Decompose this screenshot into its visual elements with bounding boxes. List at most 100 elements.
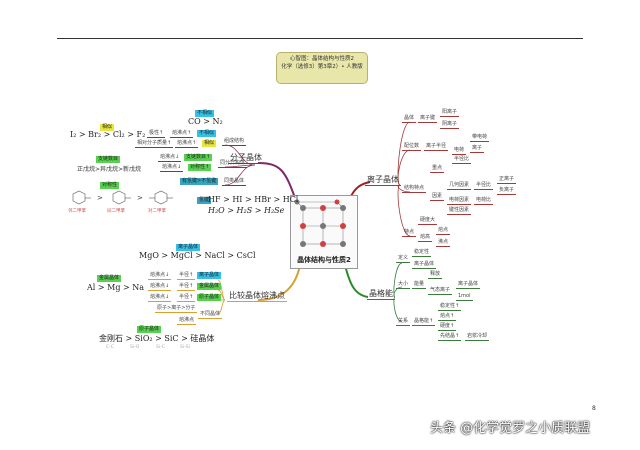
node[interactable]: 熔沸点↓: [148, 283, 172, 291]
tag: 不相似: [197, 130, 217, 137]
node[interactable]: 晶格能↑: [412, 318, 436, 326]
node[interactable]: 正离子: [497, 176, 517, 184]
node[interactable]: 同分异构体: [218, 160, 248, 168]
node[interactable]: 稳定性↑: [438, 303, 462, 311]
node[interactable]: 熔沸点: [177, 317, 197, 325]
node[interactable]: 释放: [428, 271, 443, 279]
node[interactable]: 气态离子: [428, 287, 453, 295]
title-line1: 心智图：晶体结构与性质2: [289, 56, 354, 62]
ionic-crystal-node[interactable]: 离子晶体: [365, 175, 401, 186]
node[interactable]: 原子>离子>分子: [155, 305, 198, 313]
node[interactable]: 不同晶体: [198, 311, 223, 319]
node[interactable]: 半径↑: [177, 272, 196, 280]
title-line2: 化学（选修3）第3章2）• 人教版: [281, 63, 363, 70]
tag: 对称性↑: [188, 164, 212, 171]
node[interactable]: 半径比: [452, 156, 472, 164]
tag: 离子晶体: [197, 272, 222, 279]
node[interactable]: 熔沸点↓: [158, 154, 182, 162]
example: HF > HI > HBr > HCl: [208, 195, 299, 204]
node[interactable]: 离子: [470, 145, 485, 153]
node[interactable]: 特点: [402, 229, 417, 237]
node[interactable]: 极性↑: [147, 130, 166, 138]
node[interactable]: 同类晶体: [222, 178, 247, 186]
tag: 相似: [100, 124, 115, 131]
node[interactable]: 因素: [430, 193, 445, 201]
example: 金刚石 > SiO₂ > SiC > 硅晶体: [99, 334, 215, 343]
tag: 金属晶体: [97, 275, 122, 282]
label: 对二甲苯: [148, 209, 166, 214]
node[interactable]: 组成结构: [222, 138, 247, 146]
node[interactable]: 半径↑: [177, 294, 196, 302]
node[interactable]: 配位数: [402, 143, 422, 151]
node[interactable]: 结构特点: [402, 185, 427, 193]
example: I₂ > Br₂ > Cl₂ > F₂: [70, 130, 146, 139]
node[interactable]: 带电荷: [470, 134, 490, 142]
top-rule: [57, 38, 583, 39]
node[interactable]: 电荷: [452, 147, 467, 155]
node[interactable]: 半径比: [474, 182, 494, 190]
connector-compare: [257, 264, 301, 301]
node[interactable]: 熔高: [418, 234, 433, 242]
node[interactable]: 阳离子: [440, 109, 460, 117]
svg-text:>: >: [97, 194, 103, 202]
tag: 支链数目↑: [184, 154, 213, 161]
node[interactable]: 负离子: [497, 187, 517, 195]
example: CO > N₂: [188, 117, 223, 126]
node[interactable]: 关系: [396, 318, 411, 326]
node[interactable]: 晶体: [402, 115, 417, 123]
node[interactable]: 半径↑: [177, 283, 196, 291]
node[interactable]: 定义: [396, 255, 411, 263]
example: H₂O > H₂S > H₂Se: [208, 206, 285, 215]
node[interactable]: 熔点↑: [438, 313, 457, 321]
tag: 原子晶体: [137, 326, 162, 333]
node[interactable]: 离子键: [418, 115, 438, 123]
bond-label: C-C: [106, 345, 114, 350]
node[interactable]: 键性因素: [447, 207, 472, 215]
bond-label: Si-O: [130, 345, 140, 350]
node[interactable]: 能量: [412, 281, 427, 289]
compare-melting-point-node[interactable]: 比较晶体熔沸点: [227, 291, 287, 302]
node[interactable]: 熔沸点↓: [148, 294, 172, 302]
node[interactable]: 几何因素: [447, 182, 472, 190]
node[interactable]: 1mol: [456, 293, 473, 301]
node[interactable]: 熔点: [436, 227, 451, 235]
example: MgO > MgCl > NaCl > CsCl: [139, 251, 256, 260]
node[interactable]: 重点: [430, 165, 445, 173]
node[interactable]: 离子晶体: [412, 261, 437, 269]
label: 间二甲苯: [107, 209, 125, 214]
node[interactable]: 先结晶↑: [438, 333, 462, 341]
tag: 支链数目: [96, 156, 121, 163]
watermark: 头条 @化学觉罗之小质联盟: [430, 421, 591, 436]
node[interactable]: 电荷因素: [447, 197, 472, 205]
node[interactable]: 沸点: [436, 239, 451, 247]
lattice-energy-node[interactable]: 晶格能: [367, 289, 395, 300]
bond-label: Si-C: [156, 345, 165, 350]
tag: 有氢键>不氢键: [180, 178, 219, 185]
node[interactable]: 熔沸点↓: [160, 164, 184, 172]
node[interactable]: 熔沸点↑: [170, 130, 194, 138]
molecular-crystal-node[interactable]: 分子晶体: [228, 153, 264, 164]
node[interactable]: 硬度↑: [438, 323, 457, 331]
tag: 金属晶体: [197, 283, 222, 290]
node[interactable]: 熔沸点↑: [175, 140, 199, 148]
node[interactable]: 稳定性: [412, 249, 432, 257]
node[interactable]: 硬度大: [418, 217, 438, 225]
crystal-lattice-image: [294, 199, 346, 247]
tag: 对称性: [100, 182, 120, 189]
example: 正戊烷>异戊烷>新戊烷: [77, 166, 142, 173]
node[interactable]: 离子晶体: [456, 281, 481, 289]
node[interactable]: 熔沸点↓: [148, 272, 172, 280]
label: 邻二甲苯: [68, 209, 86, 214]
tag: 不相似: [195, 110, 215, 117]
node[interactable]: 离子半径: [424, 143, 449, 151]
tag: 离子晶体: [176, 244, 201, 251]
title-box: 心智图：晶体结构与性质2 化学（选修3）第3章2）• 人教版: [276, 52, 368, 84]
node[interactable]: 电荷比: [474, 197, 494, 205]
node[interactable]: 岩浆冷却: [465, 333, 490, 341]
node[interactable]: 大小: [396, 281, 411, 289]
tag: 相似: [202, 140, 217, 147]
node[interactable]: 相对分子质量↑: [135, 140, 174, 148]
center-node[interactable]: 晶体结构与性质2: [290, 195, 358, 269]
node[interactable]: 阴离子: [440, 121, 460, 129]
center-label: 晶体结构与性质2: [297, 256, 351, 264]
